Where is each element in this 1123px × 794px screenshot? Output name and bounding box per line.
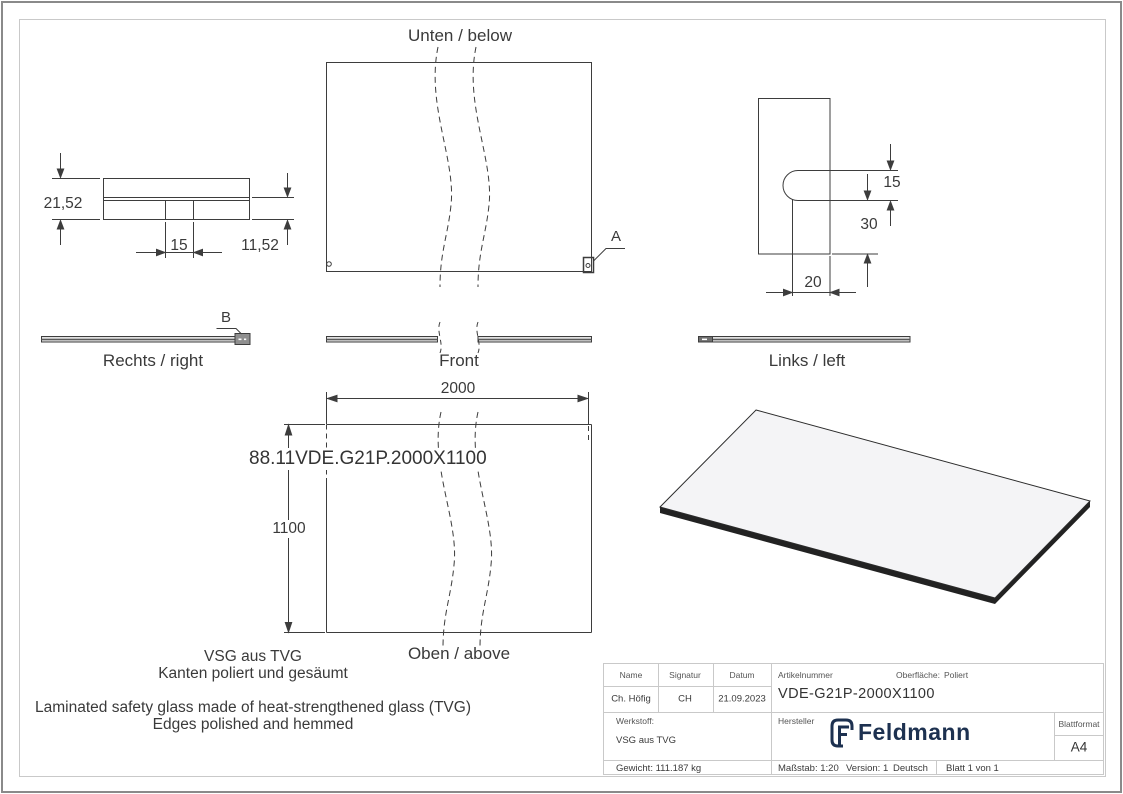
tb-divider	[604, 712, 1103, 713]
dim-panel-width: 2000	[440, 380, 476, 397]
tb-value-signatur: CH	[678, 693, 692, 705]
dim-total-thickness: 21,52	[43, 195, 83, 212]
tb-divider	[713, 664, 714, 712]
label-view-links: Links / left	[768, 351, 846, 370]
note-material-en: Laminated safety glass made of heat-stre…	[35, 699, 471, 716]
tb-header-signatur: Signatur	[669, 670, 701, 680]
detail-marker-a: A	[610, 228, 622, 245]
tb-divider	[771, 664, 772, 774]
tb-divider	[1054, 735, 1103, 736]
view-slot-detail	[758, 98, 898, 297]
note-material-de: VSG aus TVG	[204, 648, 302, 665]
tb-language: Deutsch	[893, 763, 928, 774]
tb-value-datum: 21.09.2023	[718, 693, 766, 705]
view-section-detail-b	[52, 153, 294, 258]
label-view-unten: Unten / below	[408, 26, 512, 45]
tb-divider	[604, 760, 1103, 761]
view-isometric	[659, 409, 1091, 604]
view-unten	[326, 46, 625, 288]
note-edges-de: Kanten poliert und gesäumt	[158, 665, 348, 682]
part-code: 88.11VDE.G21P.2000X1100	[247, 448, 489, 470]
tb-header-name: Name	[619, 670, 643, 680]
tb-werkstoff-value: VSG aus TVG	[616, 735, 677, 746]
tb-hersteller-label: Hersteller	[778, 716, 815, 726]
feldmann-logo-text: Feldmann	[858, 719, 971, 745]
tb-divider	[1054, 712, 1055, 760]
label-view-oben: Oben / above	[407, 644, 511, 663]
tb-blattformat-label: Blattformat	[1058, 719, 1100, 729]
dim-slot-depth: 20	[804, 274, 822, 291]
sheet-inner-frame	[19, 19, 1106, 777]
feldmann-logo-icon	[829, 717, 855, 749]
tb-oberflaeche-label: Oberfläche:	[896, 670, 940, 680]
tb-divider	[658, 664, 659, 712]
label-view-front: Front	[439, 351, 479, 370]
tb-gewicht: Gewicht: 111.187 kg	[616, 763, 702, 774]
dim-lower-thickness: 11,52	[241, 237, 279, 254]
tb-artikelnummer-label: Artikelnummer	[778, 670, 833, 680]
dim-slot-height: 15	[883, 174, 901, 191]
tb-divider	[604, 686, 771, 687]
label-view-rechts: Rechts / right	[102, 351, 204, 370]
dim-panel-height: 1100	[270, 520, 308, 538]
tb-werkstoff-label: Werkstoff:	[616, 716, 654, 726]
view-oben	[284, 392, 592, 649]
title-block: Name Signatur Datum Ch. Höfig CH 21.09.2…	[603, 663, 1104, 775]
tb-version: Version: 1	[846, 763, 889, 774]
view-links	[698, 336, 911, 343]
detail-marker-b: B	[220, 309, 232, 326]
tb-massstab: Maßstab: 1:20	[778, 763, 839, 774]
tb-artikelnummer-value: VDE-G21P-2000X1100	[778, 686, 935, 702]
note-edges-en: Edges polished and hemmed	[152, 716, 354, 733]
tb-oberflaeche-value: Poliert	[944, 670, 969, 680]
view-front	[326, 321, 592, 354]
tb-value-name: Ch. Höfig	[611, 693, 651, 705]
view-rechts	[41, 328, 251, 345]
tb-blatt: Blatt 1 von 1	[946, 763, 999, 774]
tb-header-datum: Datum	[729, 670, 755, 680]
tb-divider	[936, 760, 937, 774]
dim-tab-width: 15	[170, 237, 188, 254]
tb-blattformat-value: A4	[1070, 739, 1088, 755]
dim-slot-offset: 30	[860, 216, 878, 233]
